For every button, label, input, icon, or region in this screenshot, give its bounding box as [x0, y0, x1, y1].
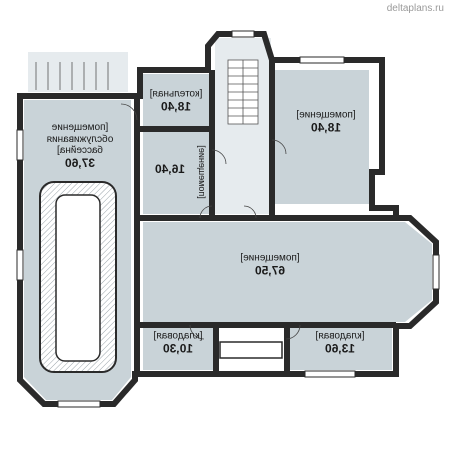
- watermark: deltaplans.ru: [386, 3, 444, 14]
- room-pantry-right: [290, 322, 392, 370]
- room-small: [143, 132, 209, 214]
- label-pantry-left: [кладовая] 10,30: [153, 330, 202, 355]
- pool-service-title-3: бассейна]: [56, 144, 104, 156]
- pool-service-title-2: обслуживания: [46, 133, 114, 145]
- storage-niche: [219, 341, 283, 359]
- label-side-vertical: [помещение]: [197, 145, 208, 199]
- staircase: [227, 59, 259, 125]
- label-pantry-right: [кладовая] 13,60: [315, 330, 364, 355]
- windows: [16, 30, 440, 408]
- entry-steps: [35, 62, 109, 90]
- pool-basin: [39, 181, 117, 373]
- room-center: [143, 222, 432, 322]
- pantry-right-title: [кладовая]: [315, 330, 365, 342]
- pool-service-title-1: [помещение: [51, 121, 109, 133]
- room-center-title: [помещение]: [240, 252, 300, 264]
- doors: [120, 103, 301, 340]
- label-room-right: [помещение] 18,40: [296, 109, 355, 134]
- pantry-left-title: [кладовая]: [153, 330, 203, 342]
- room-boiler: [143, 74, 209, 126]
- floor-fills: [24, 38, 432, 400]
- label-boiler: [котельная] 18,40: [150, 88, 203, 113]
- room-pantry-left: [143, 328, 213, 370]
- room-center-area: 67,50: [254, 262, 286, 277]
- label-room-center: [помещение] 67,50: [240, 252, 299, 277]
- pantry-right-area: 13,60: [324, 340, 356, 355]
- boiler-title: [котельная]: [149, 88, 203, 100]
- label-small-room: 16,40: [154, 162, 186, 177]
- entry-stairs: [28, 52, 128, 92]
- pool-service-area: 37,60: [64, 155, 96, 170]
- pantry-left-area: 10,30: [162, 340, 194, 355]
- room-right-title: [помещение]: [296, 109, 356, 121]
- boiler-area: 18,40: [160, 98, 192, 113]
- small-room-area: 16,40: [154, 162, 186, 177]
- room-right: [275, 70, 369, 204]
- label-pool-service: [помещение обслуживания бассейна] 37,60: [47, 122, 114, 170]
- room-right-area: 18,40: [310, 119, 342, 134]
- walls: [17, 31, 439, 407]
